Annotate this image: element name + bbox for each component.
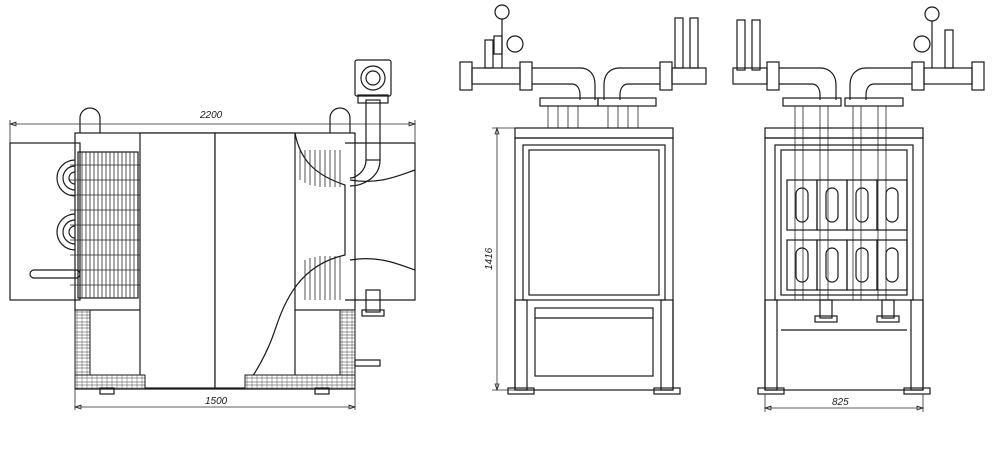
- coil-bends: [29, 159, 81, 279]
- manifold-left: [459, 4, 599, 107]
- base-floor-right: [244, 374, 356, 390]
- pressure-gauge: [494, 4, 510, 20]
- section-pressure-gauge: [924, 6, 940, 22]
- tube-cells: [786, 179, 908, 291]
- flange-box: [354, 59, 392, 97]
- base-floor-left: [74, 374, 146, 390]
- dim-base-width: 825: [763, 394, 925, 412]
- section-view: 825: [732, 6, 985, 412]
- section-body: [764, 137, 924, 391]
- dim-label-base-width: 825: [832, 397, 849, 408]
- side-view: 2200 1500: [8, 59, 417, 410]
- section-manifold-left: [732, 19, 842, 107]
- front-panel-outer: [522, 144, 666, 301]
- interior-fins: [299, 150, 341, 300]
- base-cover: [534, 307, 654, 377]
- section-top-frame: [764, 127, 924, 139]
- manifold-right: [597, 17, 707, 107]
- fin-block: [70, 151, 140, 299]
- dim-label-height: 1416: [484, 247, 495, 270]
- dim-overall-length: 2200: [8, 110, 417, 143]
- dim-label-base-length: 1500: [205, 396, 228, 407]
- dim-label-overall-length: 2200: [199, 110, 223, 121]
- front-panel-inner: [528, 149, 660, 296]
- section-manifold-right: [844, 6, 985, 107]
- dim-height: 1416: [484, 126, 515, 392]
- lifting-lug-right: [329, 107, 351, 133]
- lifting-lug-left: [79, 107, 101, 133]
- vent-pipe: [484, 39, 494, 69]
- rear-duct: [9, 142, 81, 301]
- riser-pipe: [349, 59, 392, 317]
- casing-panel-left: [139, 132, 216, 389]
- top-frame: [514, 127, 674, 139]
- front-view: 1416: [459, 4, 707, 395]
- casing-panel-right: [214, 132, 296, 389]
- dim-base-length: 1500: [73, 389, 357, 410]
- front-body: [514, 137, 674, 391]
- section-break-curve: [244, 132, 346, 389]
